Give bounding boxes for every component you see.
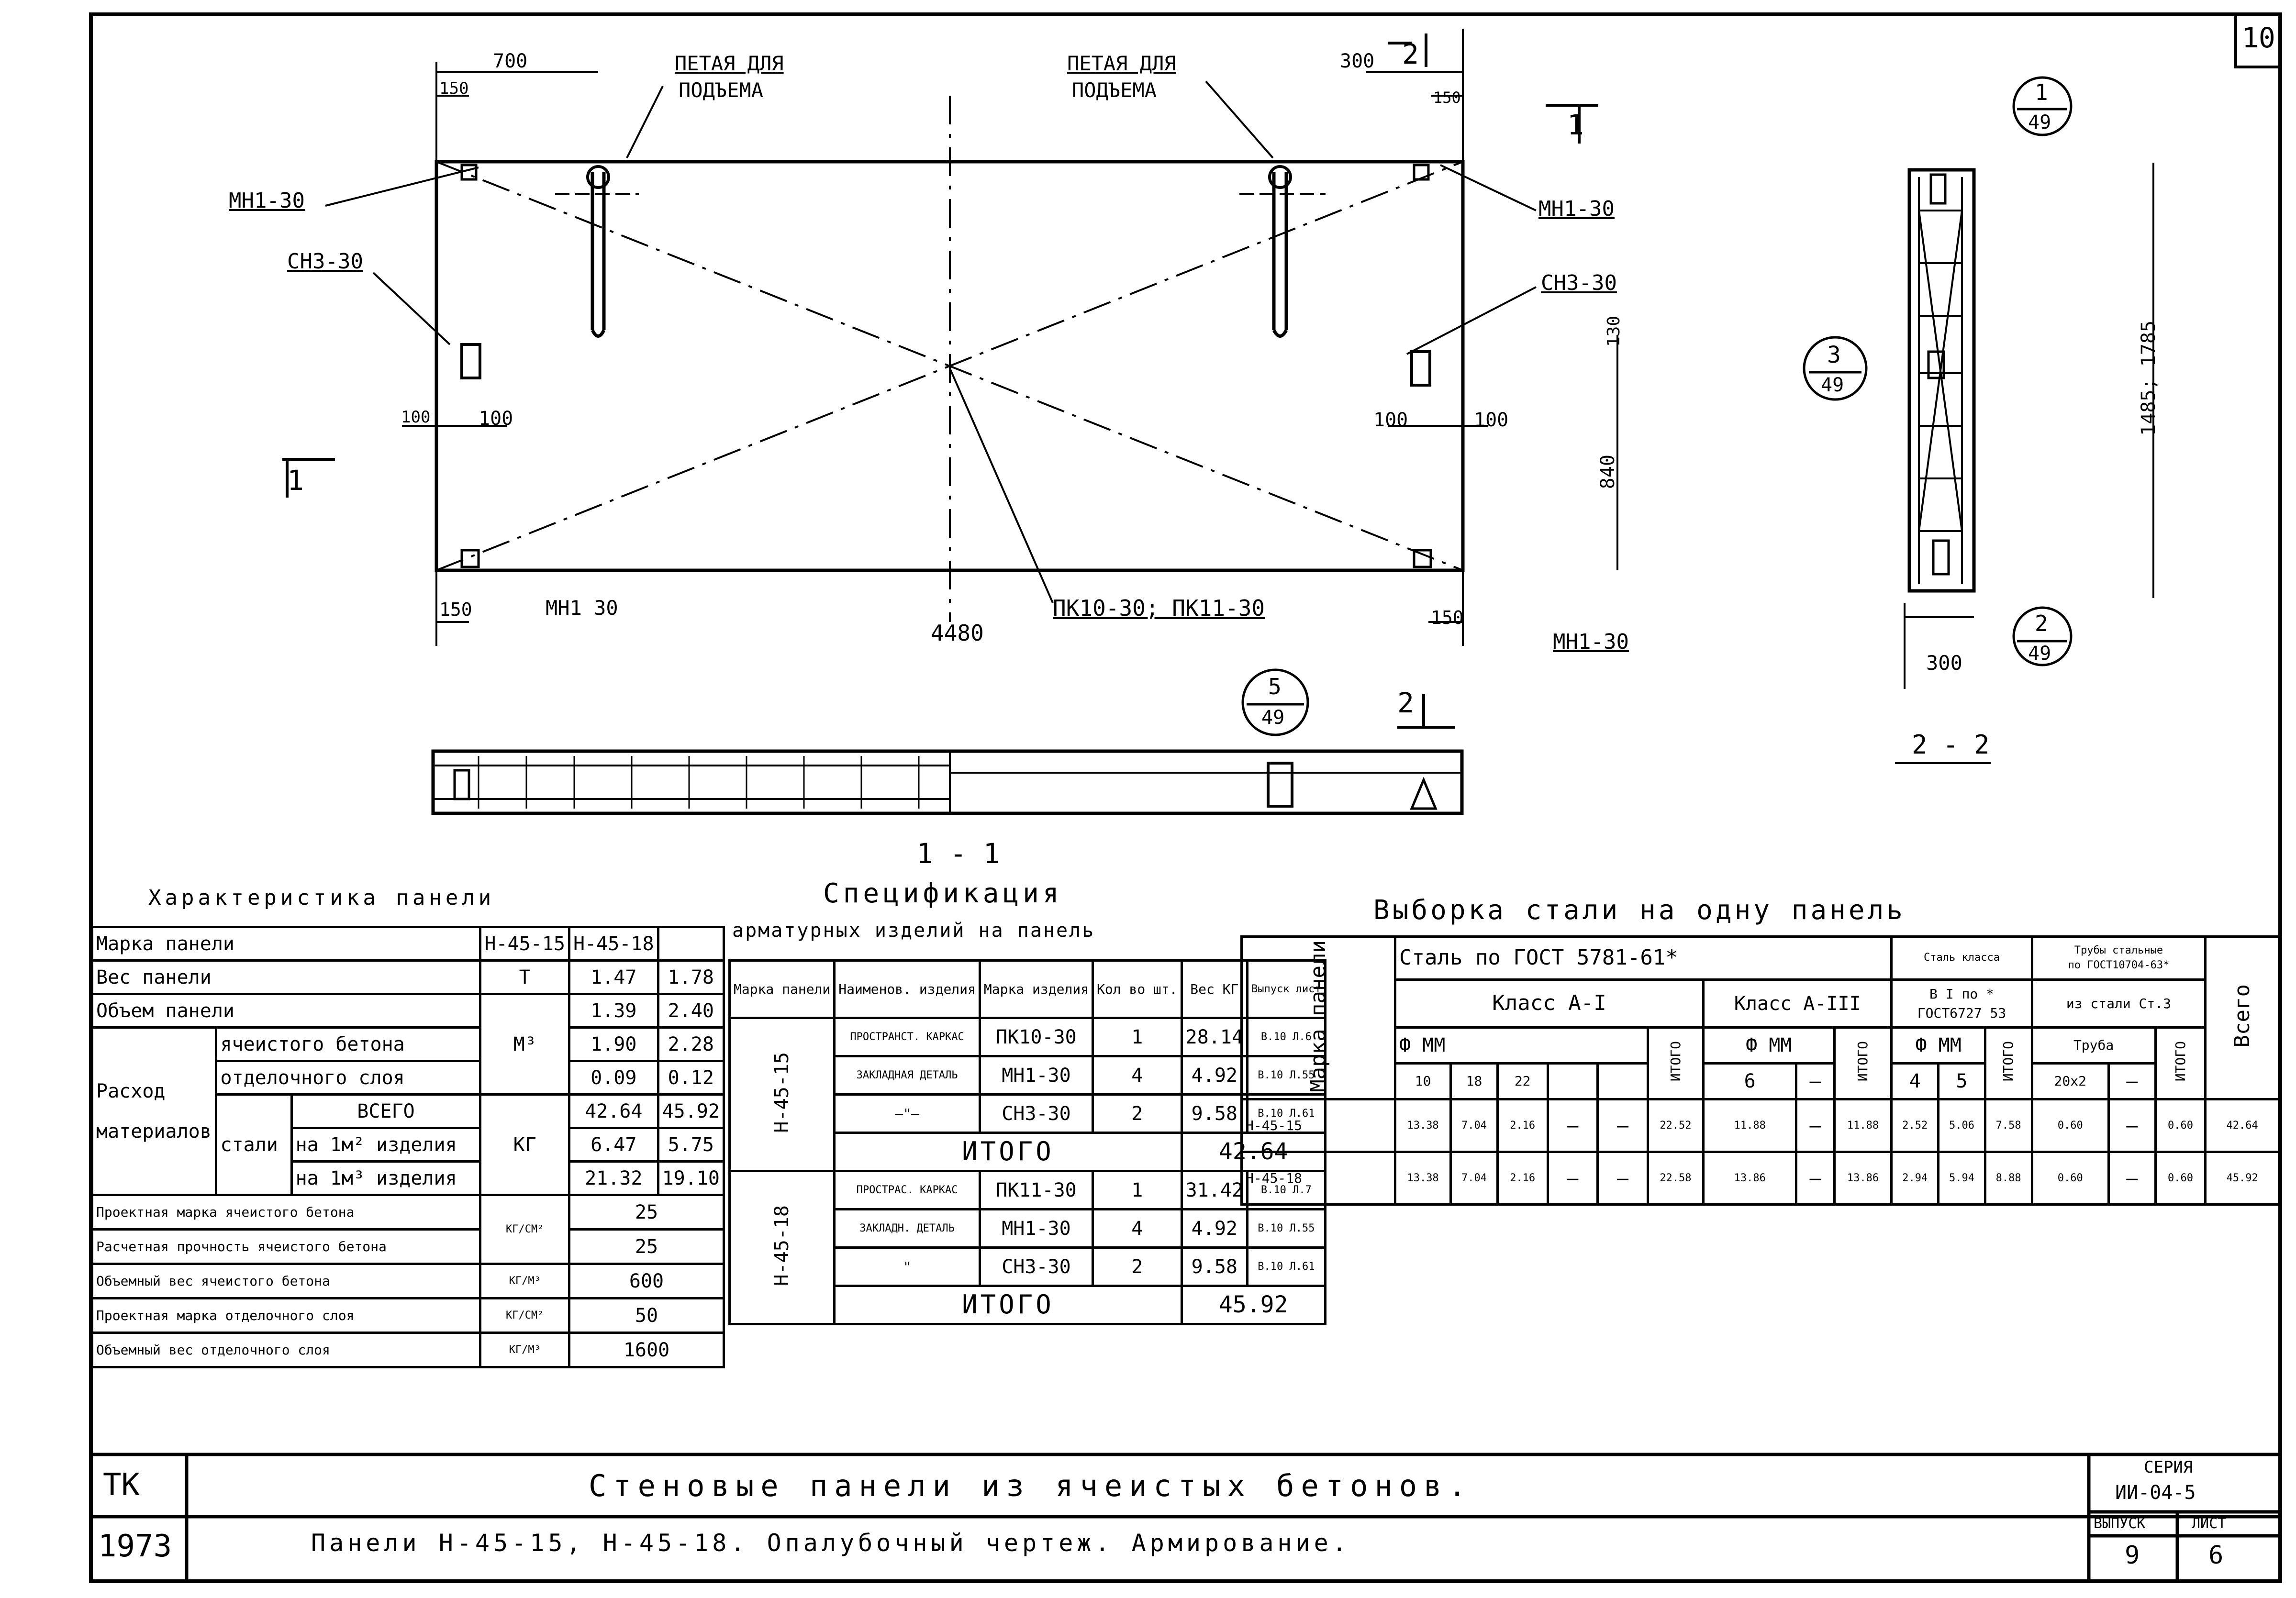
title-block-frame xyxy=(91,1453,2280,1581)
callout-2-bottom: 49 xyxy=(2028,643,2051,665)
sheet-number-box xyxy=(2234,13,2282,68)
dim-150-bottom-left: 150 xyxy=(439,599,472,620)
row-marka: Марка панели xyxy=(90,926,482,962)
title-block-seria-label: СЕРИЯ xyxy=(2144,1458,2193,1477)
panel-elevation xyxy=(282,29,1618,729)
title-block-tk: ТК xyxy=(103,1467,140,1503)
dim-150-top-left: 150 xyxy=(439,79,469,98)
callout-3-bottom: 49 xyxy=(1821,374,1844,396)
sheet-frame xyxy=(89,12,2282,1583)
title-block-vypusk: 9 xyxy=(2125,1541,2140,1570)
dim-840: 840 xyxy=(1597,455,1619,489)
callout-5-top: 5 xyxy=(1268,674,1282,699)
embed-label-sn-right: СН3-30 xyxy=(1541,271,1617,295)
title-block-subtitle: Панели Н-45-15, Н-45-18. Опалубочный чер… xyxy=(311,1529,1350,1557)
dim-100-right-inner: 100 xyxy=(1373,409,1408,431)
dim-100-right-outer: 100 xyxy=(1474,409,1509,431)
section-1-1 xyxy=(431,749,1464,815)
title-block-title: Стеновые панели из ячеистых бетонов. xyxy=(589,1468,1473,1503)
frame-label-pk: ПК10-30; ПК11-30 xyxy=(1053,595,1265,621)
callout-1-bottom: 49 xyxy=(2028,111,2051,133)
loop-label-left-1: ПЕТАЯ ДЛЯ xyxy=(675,52,784,75)
title-block-list: 6 xyxy=(2208,1541,2224,1570)
title-block-list-label: ЛИСТ xyxy=(2192,1515,2227,1532)
row-obem: Объем панели xyxy=(90,993,482,1029)
embed-label-sn-left: СН3-30 xyxy=(287,249,363,274)
sheet-number: 10 xyxy=(2242,22,2275,54)
spec-table-subtitle: арматурных изделий на панель xyxy=(732,920,1095,942)
loop-label-left-2: ПОДЪЕМА xyxy=(679,78,764,102)
dim-100-left-outer: 100 xyxy=(401,408,431,427)
section-mark-2-bottom: 2 xyxy=(1397,687,1414,719)
callout-1-top: 1 xyxy=(2035,79,2048,105)
row-ves: Вес панели xyxy=(90,959,482,995)
dim-130: 130 xyxy=(1604,316,1624,347)
col-h-45-18: Н-45-18 xyxy=(568,926,659,962)
section-mark-2-top: 2 xyxy=(1402,38,1419,70)
loop-label-right-1: ПЕТАЯ ДЛЯ xyxy=(1067,52,1176,75)
section-mark-1-top: 1 xyxy=(1567,109,1584,141)
steel-table: Марка панели Сталь по ГОСТ 5781-61* Стал… xyxy=(1240,935,2280,1206)
section-mark-1-left: 1 xyxy=(287,464,304,497)
char-table-title: Характеристика панели xyxy=(148,886,495,910)
dim-4480: 4480 xyxy=(931,620,984,646)
dim-300: 300 xyxy=(1926,651,1962,675)
callout-3-top: 3 xyxy=(1827,342,1841,368)
steel-table-title: Выборка стали на одну панель xyxy=(1373,895,1906,926)
callout-2-top: 2 xyxy=(2035,610,2048,636)
dim-150-bottom-right: 150 xyxy=(1431,607,1464,628)
col-h-45-15: Н-45-15 xyxy=(479,926,570,962)
section-title-2-2: 2 - 2 xyxy=(1912,730,1990,760)
embed-label-mn-bottom-left: МН1 30 xyxy=(546,596,618,620)
detail-callouts xyxy=(1241,76,2073,736)
embed-label-mn-top-left: МН1-30 xyxy=(229,189,305,213)
title-block-vypusk-label: ВЫПУСК xyxy=(2094,1515,2146,1532)
loop-label-right-2: ПОДЪЕМА xyxy=(1072,78,1157,102)
dim-150-top-right: 150 xyxy=(1433,89,1461,107)
section-title-1-1: 1 - 1 xyxy=(916,837,1000,870)
section-2-2 xyxy=(1895,163,2154,764)
title-block-seria: ИИ-04-5 xyxy=(2115,1482,2196,1504)
dim-1485-1785: 1485; 1785 xyxy=(2138,321,2160,436)
callout-5-bottom: 49 xyxy=(1261,707,1285,729)
embed-label-mn-top-right: МН1-30 xyxy=(1538,197,1615,221)
title-block-year: 1973 xyxy=(98,1529,172,1564)
dim-100-left-inner: 100 xyxy=(479,408,513,430)
spec-table-title: Спецификация xyxy=(823,878,1063,909)
embed-label-mn-bottom-right: МН1-30 xyxy=(1553,630,1629,654)
dim-300-top: 300 xyxy=(1340,50,1375,72)
dim-700: 700 xyxy=(493,50,528,72)
